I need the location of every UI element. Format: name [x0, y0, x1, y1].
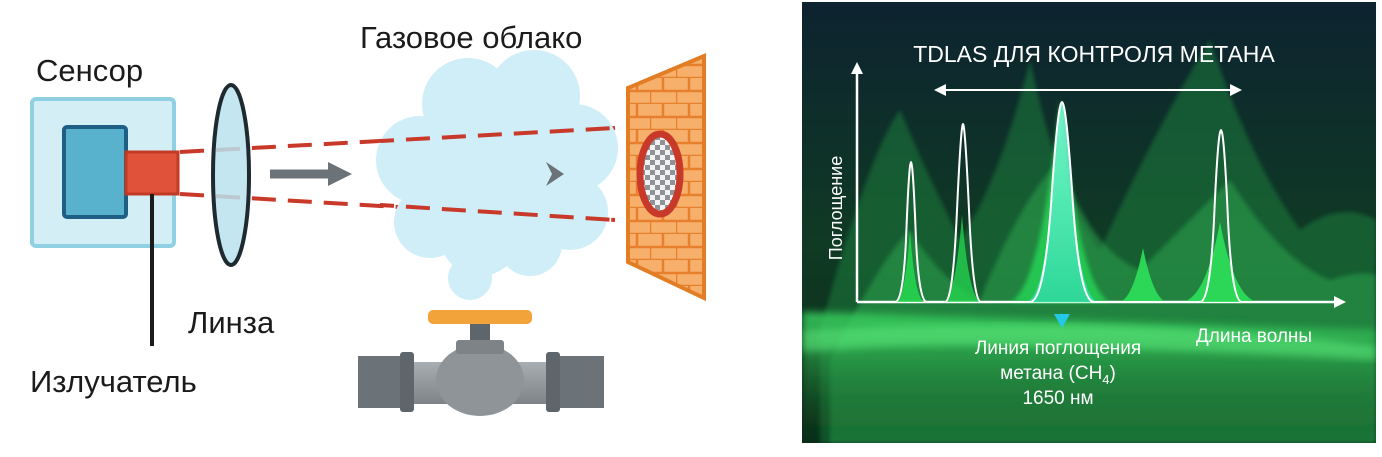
reflector [636, 130, 684, 218]
sensor-label: Сенсор [36, 53, 143, 88]
range-arrow-left [934, 84, 946, 96]
spectrum-panel: TDLAS ДЛЯ КОНТРОЛЯ МЕТАНА Поглощение Дли… [802, 2, 1376, 443]
emitter-block [124, 150, 180, 196]
beam-bottom-over-cloud [379, 203, 616, 222]
lens-label: Линза [188, 305, 275, 340]
lens [211, 83, 251, 267]
emitter-label: Излучатель [30, 364, 197, 399]
spectrum-line [857, 100, 1338, 303]
methane-line-label-1: Линия поглощения [975, 338, 1141, 359]
methane-peak [1025, 104, 1100, 302]
green-peak-5 [1180, 222, 1260, 302]
methane-line-label-2: метана (CH4) [1000, 363, 1116, 387]
panel-title: TDLAS ДЛЯ КОНТРОЛЯ МЕТАНА [913, 41, 1275, 67]
methane-line-label-3: 1650 нм [1022, 388, 1093, 409]
gas-cloud [376, 50, 618, 300]
beam-top-over-cloud [379, 126, 616, 143]
y-axis-arrow [851, 62, 863, 74]
methane-line-marker [1054, 314, 1070, 328]
green-peak-4 [1118, 248, 1168, 302]
small-arrow-icon [546, 162, 564, 186]
y-axis-label: Поглощение [826, 156, 846, 260]
sensor-block [62, 125, 128, 219]
x-axis-label: Длина волны [1196, 326, 1312, 347]
direction-arrow-head [328, 162, 352, 186]
green-peak-2 [942, 215, 982, 302]
green-peak-1 [895, 230, 925, 302]
gas-pipe-valve [358, 310, 604, 416]
x-axis-arrow [1334, 296, 1346, 308]
cloud-label: Газовое облако [360, 20, 582, 55]
range-arrow-right [1230, 84, 1242, 96]
